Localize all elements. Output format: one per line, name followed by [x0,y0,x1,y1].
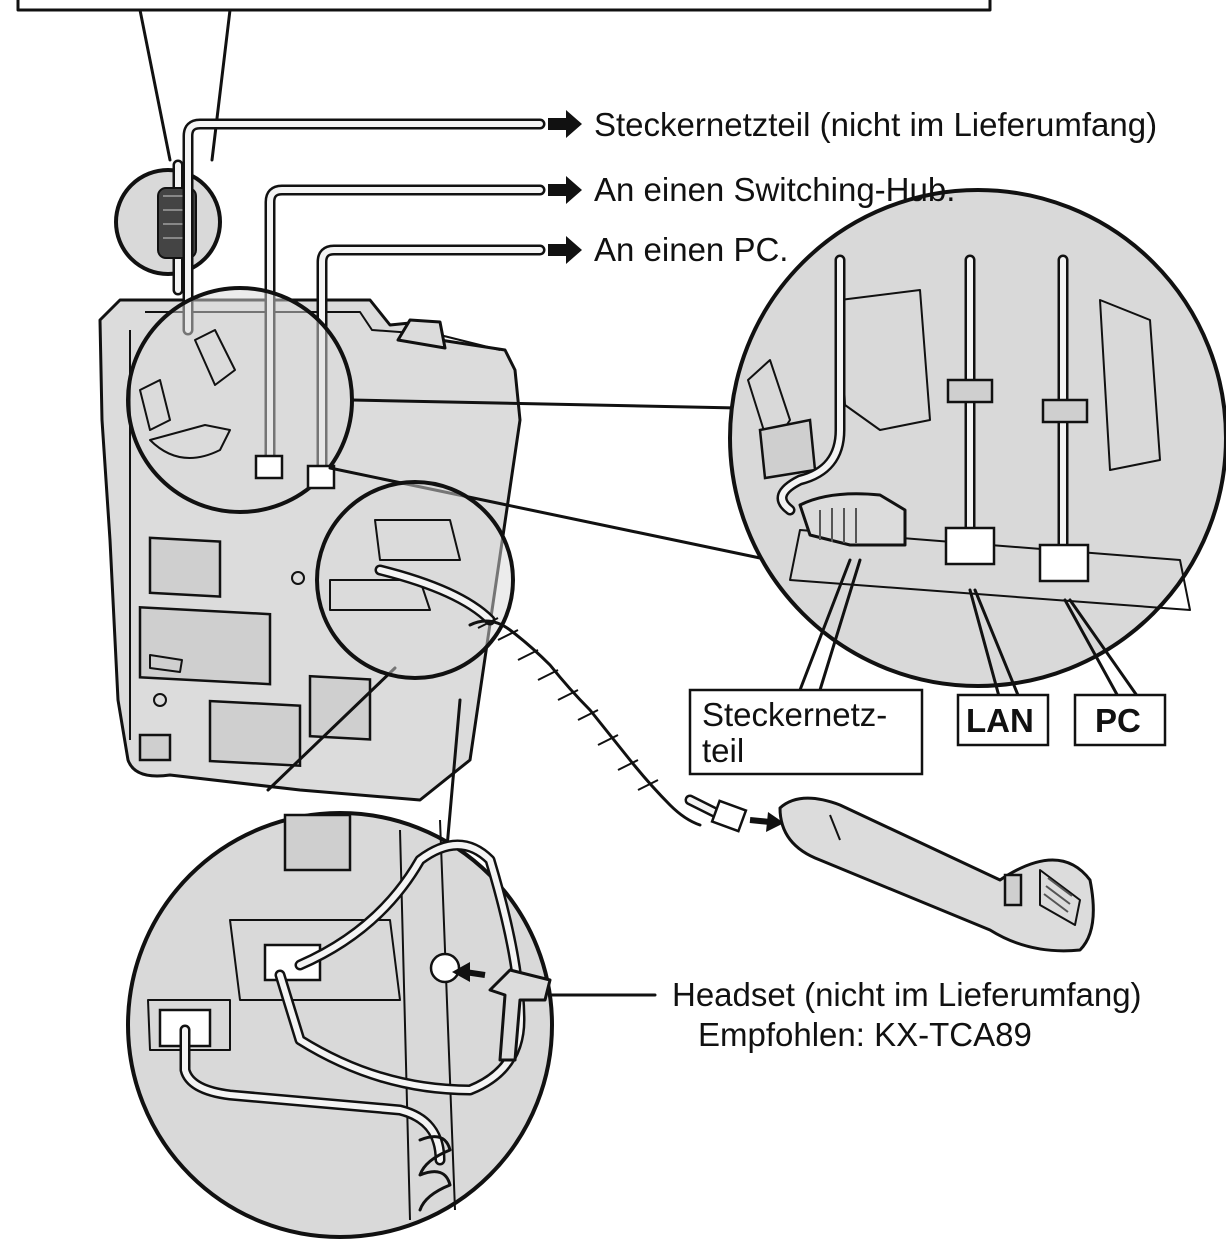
cord-zoom-circle [315,480,515,680]
lan-port-box [956,693,1050,747]
port-leaders [798,558,1142,702]
headset-recommended-label: Empfohlen: KX-TCA89 [698,1016,1032,1053]
headset-label: Headset (nicht im Lieferumfang) [672,976,1142,1013]
arrow-right-icon [548,236,582,264]
base-recess-panel [138,606,272,686]
handset-icon [778,796,1095,953]
top-callout-frame [16,0,992,162]
arrow-right-icon [548,176,582,204]
adaptor-port-label-line1: Steckernetz- [702,696,887,733]
base-recess-panel [308,674,372,741]
coiled-cord [468,617,784,833]
base-port-area [126,286,354,514]
headset-zoom-circle [126,811,554,1239]
base-recess-panel [208,699,302,768]
adaptor-port-box [688,688,924,776]
ferrite-core-icon [114,159,222,296]
pc-port-box [1073,693,1167,747]
lan-port-label: LAN [966,702,1034,739]
base-recess-panel [148,536,222,598]
switching-hub-label: An einen Switching-Hub. [594,171,955,208]
ports-zoom-circle [728,188,1226,688]
pc-port-label: PC [1095,702,1141,739]
adaptor-port-label-line2: teil [702,732,744,769]
pc-connection-label: An einen PC. [594,231,788,268]
ac-adaptor-label: Steckernetzteil (nicht im Lieferumfang) [594,106,1157,143]
arrow-right-icon [548,110,582,138]
cable-runs [182,118,546,486]
